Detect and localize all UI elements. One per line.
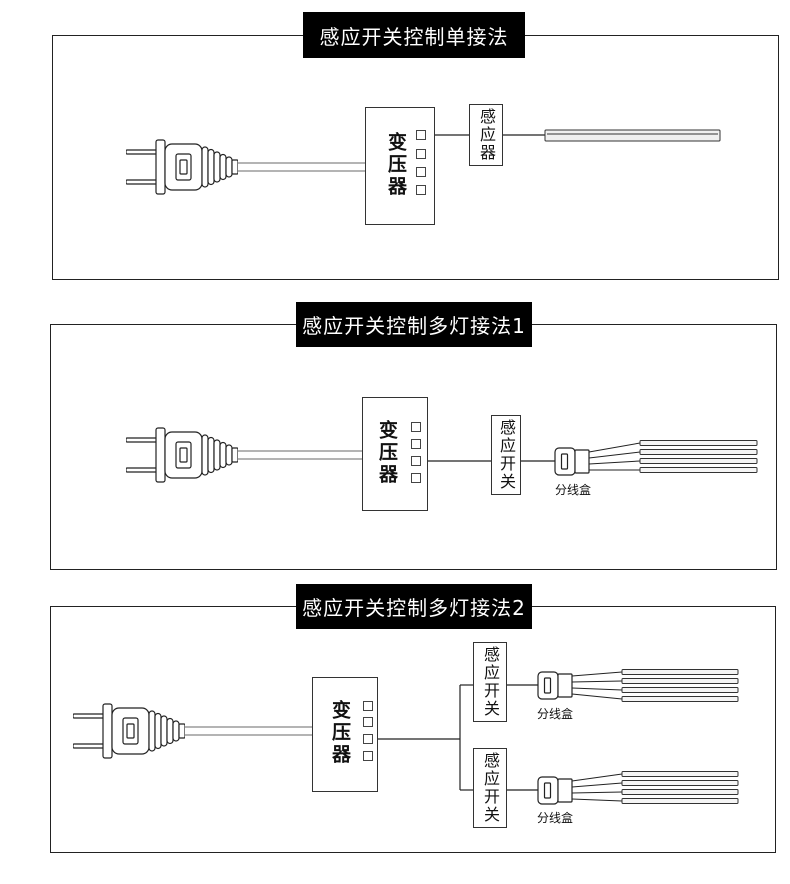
transformer-label: 变压器 <box>329 700 351 766</box>
terminal-port <box>411 456 421 466</box>
led-strip <box>639 458 758 464</box>
power-cord <box>185 726 312 736</box>
fan-wires <box>571 773 623 802</box>
sensor-switch: 感应开关 <box>491 415 521 495</box>
fan-wires <box>571 671 623 700</box>
junction-box-label: 分线盒 <box>555 483 592 497</box>
sensor-switch-bottom: 感应开关 <box>473 748 507 828</box>
junction-box-label: 分线盒 <box>537 707 574 721</box>
sensor-switch-top: 感应开关 <box>473 642 507 722</box>
terminal-port <box>416 185 426 195</box>
transformer: 变压器 <box>365 107 435 225</box>
led-strip <box>621 696 739 702</box>
led-strip <box>621 771 739 777</box>
terminal-port <box>363 734 373 744</box>
junction-box <box>554 447 590 476</box>
terminal-port <box>363 717 373 727</box>
terminal-port <box>411 439 421 449</box>
led-strip <box>621 678 739 684</box>
terminal-port <box>363 701 373 711</box>
led-strip <box>621 669 739 675</box>
led-strip <box>639 467 758 473</box>
transformer: 变压器 <box>312 677 378 792</box>
led-strip <box>621 798 739 804</box>
panel-title: 感应开关控制单接法 <box>303 12 525 58</box>
power-cord <box>238 450 362 460</box>
power-plug <box>126 139 238 195</box>
sensor-switch-label: 感应开关 <box>497 419 516 491</box>
led-strip <box>639 440 758 446</box>
led-strip <box>621 789 739 795</box>
terminal-port <box>416 149 426 159</box>
junction-box-label: 分线盒 <box>537 811 574 825</box>
junction-box <box>537 776 573 805</box>
fan-wires <box>588 442 641 471</box>
panel-title: 感应开关控制多灯接法2 <box>296 584 532 629</box>
terminal-port <box>416 130 426 140</box>
terminal-port <box>416 167 426 177</box>
panel-title: 感应开关控制多灯接法1 <box>296 302 532 347</box>
led-strips <box>621 669 739 702</box>
transformer: 变压器 <box>362 397 428 511</box>
led-strips <box>639 440 758 473</box>
branch-wires <box>373 684 538 791</box>
sensor-switch-label: 感应开关 <box>481 646 500 718</box>
sensor: 感应器 <box>469 104 503 166</box>
led-strips <box>621 771 739 804</box>
junction-box <box>537 671 573 700</box>
terminal-port <box>411 473 421 483</box>
transformer-label: 变压器 <box>376 420 398 486</box>
transformer-label: 变压器 <box>385 132 407 198</box>
led-strip <box>621 687 739 693</box>
sensor-label: 感应器 <box>477 108 496 162</box>
terminal-port <box>411 422 421 432</box>
led-strip <box>544 129 721 142</box>
terminal-port <box>363 751 373 761</box>
sensor-switch-label: 感应开关 <box>481 752 500 824</box>
led-strip <box>639 449 758 455</box>
power-plug <box>73 703 185 759</box>
power-cord <box>238 162 365 172</box>
led-strip <box>621 780 739 786</box>
power-plug <box>126 427 238 483</box>
